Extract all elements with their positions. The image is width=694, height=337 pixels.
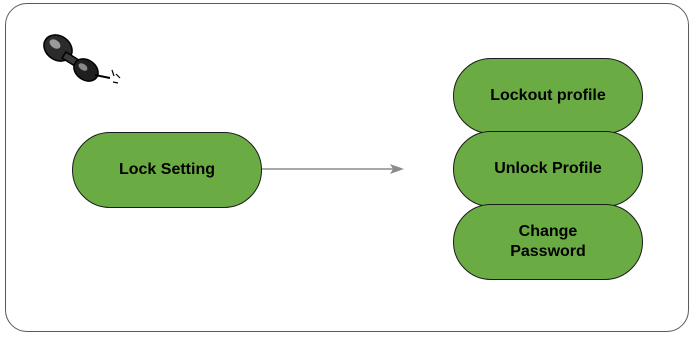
connector-arrow — [262, 164, 404, 174]
lockout-profile-node[interactable]: Lockout profile — [453, 58, 643, 134]
lock-setting-node[interactable]: Lock Setting — [72, 132, 262, 208]
unlock-profile-node[interactable]: Unlock Profile — [453, 131, 643, 207]
change-password-node[interactable]: Change Password — [453, 204, 643, 280]
pushpin-icon — [43, 34, 121, 84]
